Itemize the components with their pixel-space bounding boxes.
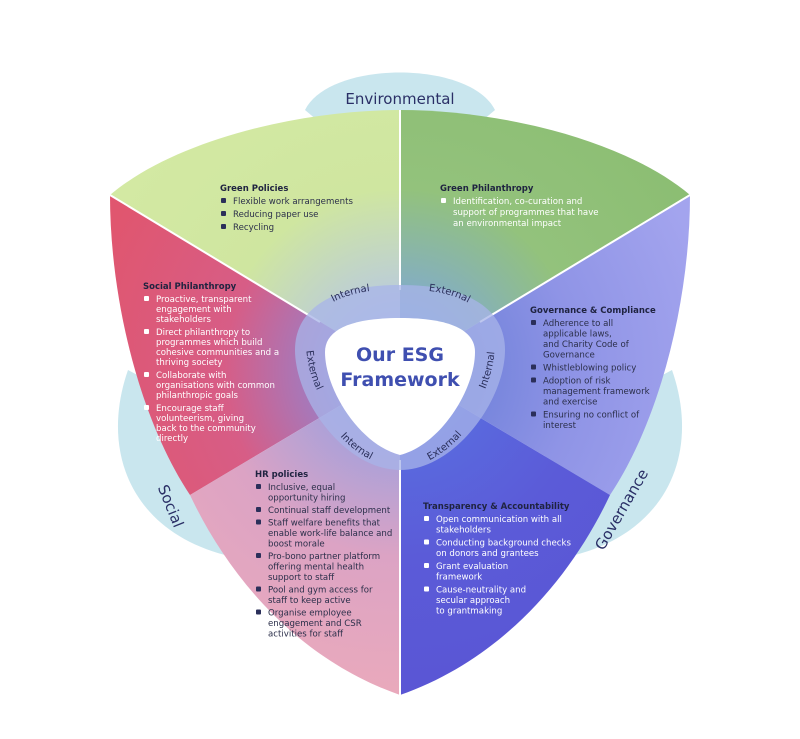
list-item-line: Grant evaluation <box>436 562 508 572</box>
pillar-environmental: Environmental <box>345 90 454 108</box>
list-item-line: staff to keep active <box>268 596 351 606</box>
list-item-line: Flexible work arrangements <box>233 197 353 207</box>
list-item-line: Pro-bono partner platform <box>268 552 380 562</box>
bullet-icon <box>256 609 261 615</box>
list-item-line: Staff welfare benefits that <box>268 519 381 529</box>
list-item-line: Identification, co-curation and <box>453 197 582 207</box>
list-item-line: Reducing paper use <box>233 210 318 220</box>
segment-transparency <box>400 370 610 695</box>
bullet-icon <box>256 484 261 489</box>
bullet-icon <box>221 224 226 229</box>
list-item-line: and Charity Code of <box>543 340 630 350</box>
list-item-line: Ensuring no conflict of <box>543 411 640 421</box>
list-item-line: Governance <box>543 351 595 361</box>
bullet-icon <box>441 198 446 203</box>
bullet-icon <box>531 320 536 325</box>
list-item-line: engagement and CSR <box>268 619 362 629</box>
bullet-icon <box>424 563 429 568</box>
bullet-icon <box>531 364 536 370</box>
list-item-line: support to staff <box>268 573 335 583</box>
bullet-icon <box>221 211 226 216</box>
segment-hr-policies <box>190 370 400 695</box>
bullet-icon <box>531 377 536 383</box>
center-title-line1: Our ESG <box>356 344 444 366</box>
list-item-line: Pool and gym access for <box>268 586 373 596</box>
bullet-icon <box>424 516 429 521</box>
list-item-line: Open communication with all <box>436 515 562 525</box>
list-item-line: back to the community <box>156 424 256 434</box>
bullet-icon <box>144 405 149 410</box>
list-item-line: Collaborate with <box>156 371 226 381</box>
list-item-line: Encourage staff <box>156 404 225 414</box>
list-item-line: and exercise <box>543 398 597 408</box>
list-item-line: Recycling <box>233 223 274 233</box>
list-item-line: programmes which build <box>156 338 262 348</box>
list-item-line: boost morale <box>268 540 325 550</box>
list-item-line: philanthropic goals <box>156 391 238 401</box>
list-item-line: applicable laws, <box>543 330 612 340</box>
bullet-icon <box>144 296 149 301</box>
list-item-line: thriving society <box>156 358 222 368</box>
list-item-line: interest <box>543 421 577 431</box>
bullet-icon <box>256 519 261 525</box>
list-item-line: offering mental health <box>268 563 364 573</box>
segment-dividers <box>109 110 691 695</box>
section-title: HR policies <box>255 470 308 480</box>
list-item-line: Cause-neutrality and <box>436 586 526 596</box>
list-item-line: secular approach <box>436 596 510 606</box>
section-title: Social Philanthropy <box>143 282 237 292</box>
list-item-line: to grantmaking <box>436 607 502 617</box>
bullet-icon <box>424 586 429 592</box>
list-item-line: framework <box>436 573 482 583</box>
section-title: Governance & Compliance <box>530 306 656 316</box>
bullet-icon <box>424 539 429 545</box>
list-item-line: Continual staff development <box>268 506 391 516</box>
bullet-icon <box>256 507 261 512</box>
list-item-line: Proactive, transparent <box>156 295 252 305</box>
list-item-line: organisations with common <box>156 381 275 391</box>
center-title-line2: Framework <box>340 369 460 391</box>
bullet-icon <box>221 198 226 203</box>
list-item-line: an environmental impact <box>453 219 562 229</box>
list-item-line: activities for staff <box>268 630 344 640</box>
segment-social-philanthropy <box>110 195 400 495</box>
bullet-icon <box>144 329 149 334</box>
list-item-line: directly <box>156 434 188 444</box>
list-item-line: management framework <box>543 387 650 397</box>
list-item-line: Organise employee <box>268 609 352 619</box>
list-item-line: Inclusive, equal <box>268 483 335 493</box>
bullet-icon <box>531 411 536 417</box>
list-item-line: on donors and grantees <box>436 549 539 559</box>
bullet-icon <box>256 553 261 558</box>
list-item-line: Adherence to all <box>543 319 613 329</box>
segment-governance-compliance <box>400 195 690 495</box>
list-item-line: stakeholders <box>156 315 211 325</box>
section-title: Green Philanthropy <box>440 184 534 194</box>
list-item-line: opportunity hiring <box>268 494 345 504</box>
list-item-line: Whistleblowing policy <box>543 364 636 374</box>
list-item-line: cohesive communities and a <box>156 348 279 358</box>
bullet-icon <box>256 586 261 592</box>
bullet-icon <box>144 372 149 377</box>
section-title: Green Policies <box>220 184 288 194</box>
list-item-line: support of programmes that have <box>453 208 599 218</box>
list-item-line: Adoption of risk <box>543 377 611 387</box>
list-item-line: volunteerism, giving <box>156 414 244 424</box>
list-item-line: enable work-life balance and <box>268 529 392 539</box>
list-item-line: stakeholders <box>436 526 491 536</box>
list-item-line: Conducting background checks <box>436 539 571 549</box>
section-title: Transparency & Accountability <box>423 502 570 512</box>
list-item-line: Direct philanthropy to <box>156 328 250 338</box>
list-item-line: engagement with <box>156 305 232 315</box>
center-core <box>325 318 475 455</box>
